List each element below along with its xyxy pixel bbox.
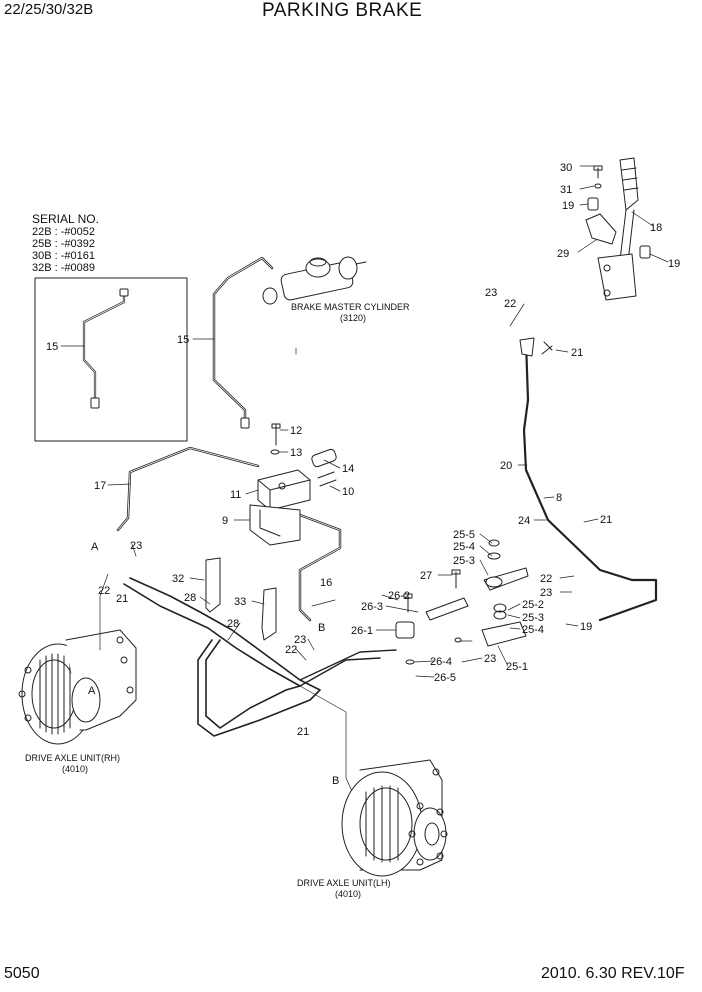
caption-brake-master-ref: (3120)	[340, 313, 366, 323]
serial-line: 32B : -#0089	[32, 262, 95, 274]
part-label: 20	[500, 460, 512, 472]
part-label: 30	[560, 162, 572, 174]
part-label: 21	[571, 347, 583, 359]
part-label: 28	[227, 618, 239, 630]
part-label: A	[91, 541, 99, 553]
part-label: 11	[230, 489, 241, 501]
part-label: 25-4	[522, 624, 544, 636]
part-label: 9	[222, 515, 228, 527]
caption-axle-rh: DRIVE AXLE UNIT(RH)	[25, 753, 120, 763]
part-label: 8	[556, 492, 562, 504]
part-label: 25-2	[522, 599, 544, 611]
part-label: 15	[177, 334, 189, 346]
part-label: 32	[172, 573, 184, 585]
part-label: 26-4	[430, 656, 452, 668]
parking-cable-20	[522, 340, 658, 622]
parking-lever	[597, 157, 639, 301]
part-label: 25-3	[522, 612, 544, 624]
part-label: 26-3	[361, 601, 383, 613]
part-label: 25-3	[453, 555, 475, 567]
serial-heading: SERIAL NO.	[32, 212, 99, 226]
part-label: 17	[94, 480, 106, 492]
page-number: 5050	[4, 965, 40, 982]
part-label: 33	[234, 596, 246, 608]
caption-brake-master: BRAKE MASTER CYLINDER	[291, 302, 410, 312]
part-label: 26-1	[351, 625, 373, 637]
inset-pipe	[82, 292, 126, 402]
part-label: B	[332, 775, 339, 787]
part-label: 18	[650, 222, 662, 234]
part-label: 31	[560, 184, 572, 196]
part-label: 23	[484, 653, 496, 665]
part-label: 25-4	[453, 541, 475, 553]
part-label: 16	[320, 577, 332, 589]
part-label: 19	[562, 200, 574, 212]
part-label: 21	[600, 514, 612, 526]
brake-pipe-15	[212, 256, 274, 422]
part-label: 12	[290, 425, 302, 437]
part-label: 25-1	[506, 661, 528, 673]
part-label: 28	[184, 592, 196, 604]
cable-end	[519, 337, 535, 357]
brake-master-cylinder	[262, 256, 367, 305]
part-label: 22	[540, 573, 552, 585]
part-label: B	[318, 622, 325, 634]
part-label: 26-2	[388, 590, 410, 602]
part-label: 19	[580, 621, 592, 633]
caption-axle-lh-ref: (4010)	[335, 889, 361, 899]
part-label: 23	[540, 587, 552, 599]
serial-line: 30B : -#0161	[32, 250, 95, 262]
part-label: 23	[130, 540, 142, 552]
caption-axle-rh-ref: (4010)	[62, 764, 88, 774]
brake-cable-28b	[129, 577, 321, 737]
part-label: 25-5	[453, 529, 475, 541]
part-label: 27	[420, 570, 432, 582]
drive-axle-lh	[341, 759, 448, 877]
equalizer-assembly	[425, 539, 529, 647]
serial-inset-box	[34, 277, 188, 442]
bracket-33	[261, 587, 277, 641]
bracket-32	[205, 557, 221, 613]
part-label: 19	[668, 258, 680, 270]
part-label: A	[88, 685, 96, 697]
model-label: 22/25/30/32B	[4, 1, 94, 18]
drive-axle-rh	[18, 629, 137, 745]
part-label: 26-5	[434, 672, 456, 684]
part-label: 22	[504, 298, 516, 310]
caption-axle-lh: DRIVE AXLE UNIT(LH)	[297, 878, 391, 888]
serial-line: 25B : -#0392	[32, 238, 95, 250]
brake-cable-28	[123, 583, 301, 729]
part-label: 22	[98, 585, 110, 597]
part-label: 24	[518, 515, 530, 527]
junction-block	[257, 469, 311, 511]
part-label: 23	[485, 287, 497, 299]
part-label: 10	[342, 486, 354, 498]
part-label: 14	[342, 463, 354, 475]
part-label: 22	[285, 644, 297, 656]
serial-line: 22B : -#0052	[32, 226, 95, 238]
part-label: 21	[297, 726, 309, 738]
bracket-9	[249, 504, 301, 546]
part-label: 29	[557, 248, 569, 260]
part-label: 23	[294, 634, 306, 646]
page-title: PARKING BRAKE	[262, 0, 423, 21]
part-label: 21	[116, 593, 128, 605]
revision-date: 2010. 6.30 REV.10F	[541, 965, 685, 982]
part-label: 13	[290, 447, 302, 459]
part-label: 15	[46, 341, 58, 353]
